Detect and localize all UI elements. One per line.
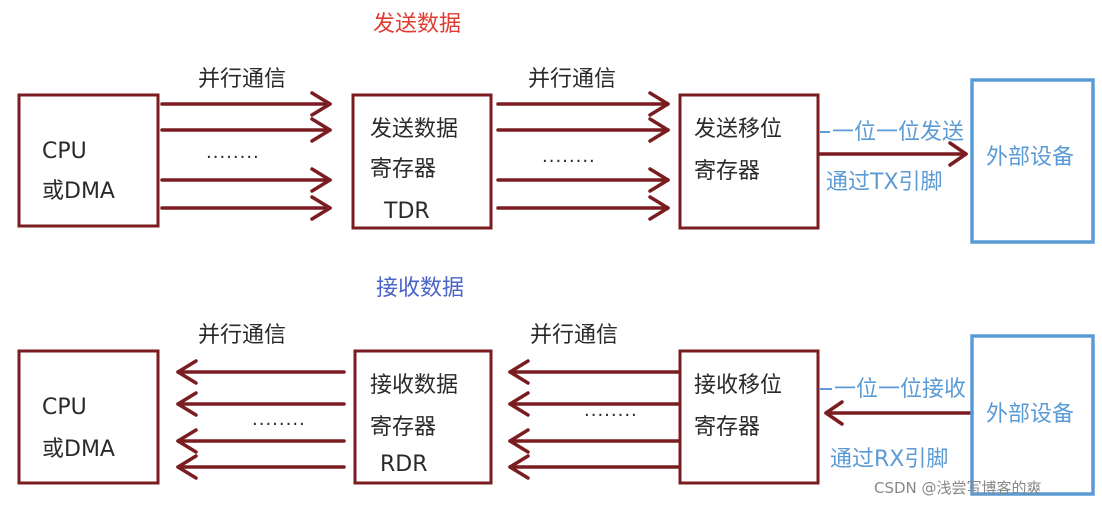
send-cpu-label-2: 或DMA (42, 179, 115, 204)
receive-parallel-arrows-left (176, 359, 346, 480)
receive-dots-left: ........ (252, 409, 306, 430)
tdr-label-3: TDR (383, 199, 430, 224)
send-parallel-label-right: 并行通信 (528, 67, 616, 92)
rdr-box (353, 349, 493, 485)
send-dots-left: ........ (206, 142, 260, 163)
send-title: 发送数据 (373, 12, 461, 37)
send-serial-arrow (818, 141, 968, 167)
send-shift-label-2: 寄存器 (694, 159, 760, 184)
receive-serial-arrow (824, 400, 974, 426)
send-cpu-label-1: CPU (42, 139, 87, 164)
rdr-label-3: RDR (380, 452, 428, 477)
tdr-box (351, 93, 493, 230)
send-parallel-arrows-right (496, 91, 670, 221)
rdr-label-2: 寄存器 (370, 415, 436, 440)
send-parallel-arrows-left (160, 91, 332, 221)
receive-dots-right: ........ (584, 400, 638, 421)
receive-external-device-box (970, 334, 1095, 496)
send-shift-label-1: 发送移位 (694, 117, 782, 142)
send-pin-label: 通过TX引脚 (826, 170, 943, 195)
send-external-device-box (970, 78, 1095, 244)
receive-device-label: 外部设备 (986, 402, 1074, 427)
csdn-watermark: CSDN @浅尝写博客的爽 (874, 479, 1042, 497)
receive-shift-label-2: 寄存器 (694, 415, 760, 440)
receive-cpu-box (17, 349, 160, 485)
receive-cpu-label-2: 或DMA (42, 437, 115, 462)
tdr-label-2: 寄存器 (370, 157, 436, 182)
rdr-label-1: 接收数据 (370, 373, 458, 398)
receive-parallel-arrows-right (508, 359, 680, 480)
receive-bitwise-label: 一位一位接收 (834, 377, 966, 402)
send-device-label: 外部设备 (986, 145, 1074, 170)
send-cpu-box (17, 93, 160, 228)
receive-pin-label: 通过RX引脚 (830, 447, 948, 472)
receive-shift-register-box (678, 349, 820, 485)
send-dots-right: ........ (542, 146, 596, 167)
receive-cpu-label-1: CPU (42, 395, 87, 420)
receive-parallel-label-right: 并行通信 (530, 323, 618, 348)
receive-shift-label-1: 接收移位 (694, 373, 782, 398)
send-shift-register-box (678, 93, 820, 230)
tdr-label-1: 发送数据 (370, 117, 458, 142)
send-bitwise-label: 一位一位发送 (832, 120, 964, 145)
send-parallel-label-left: 并行通信 (198, 67, 286, 92)
receive-parallel-label-left: 并行通信 (198, 323, 286, 348)
receive-title: 接收数据 (376, 276, 464, 301)
